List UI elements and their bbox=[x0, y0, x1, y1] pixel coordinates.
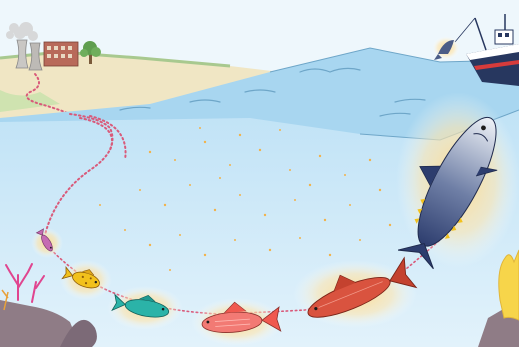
fish-level-3 bbox=[107, 286, 183, 330]
fish-level-2 bbox=[60, 260, 112, 300]
fish-icon bbox=[432, 36, 460, 60]
fish-level-4 bbox=[191, 298, 283, 346]
fish-level-1 bbox=[31, 228, 63, 258]
factory-icon bbox=[44, 42, 78, 66]
